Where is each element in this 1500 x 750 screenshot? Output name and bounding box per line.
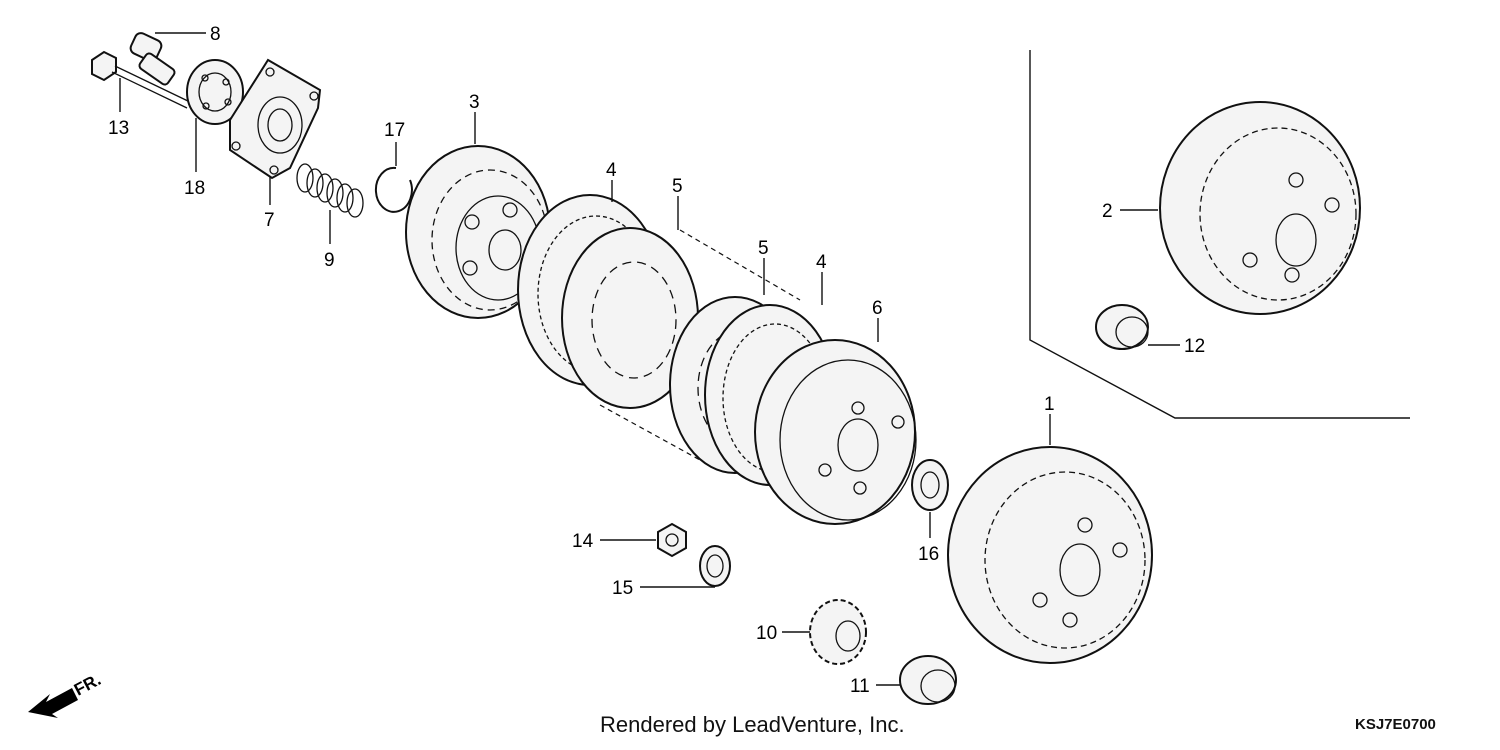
part-16-lock-washer[interactable] (911, 459, 949, 511)
leader-lines (119, 32, 1180, 686)
front-direction-label: FR. (71, 670, 104, 700)
callout-13: 13 (108, 118, 129, 139)
part-8-pin[interactable] (129, 31, 176, 86)
diagram-code: KSJ7E0700 (1355, 716, 1436, 733)
callout-16: 16 (918, 544, 939, 565)
callout-10: 10 (756, 623, 777, 644)
part-13-bolt[interactable] (91, 50, 191, 109)
part-2-clutch-outer-alt[interactable] (1159, 101, 1361, 315)
inset-frame (1029, 50, 1410, 419)
callout-7: 7 (264, 210, 275, 231)
part-12-bushing[interactable] (1095, 304, 1149, 350)
callout-9: 9 (324, 250, 335, 271)
callout-8: 8 (210, 24, 221, 45)
callout-11: 11 (850, 676, 870, 697)
part-1-clutch-outer[interactable] (947, 446, 1153, 664)
callout-14: 14 (572, 531, 594, 552)
callout-5b: 5 (758, 238, 769, 259)
part-7-lifter-plate[interactable] (229, 58, 322, 180)
part-15-washer[interactable] (699, 545, 731, 587)
part-17-circlip[interactable] (374, 166, 413, 213)
part-10-drive-gear[interactable] (809, 599, 867, 665)
callout-6: 6 (872, 298, 883, 319)
part-14-nut[interactable] (657, 522, 687, 558)
callout-2: 2 (1102, 201, 1113, 222)
front-direction-indicator: FR. (28, 670, 104, 718)
callout-4a: 4 (606, 160, 617, 181)
callout-4b: 4 (816, 252, 827, 273)
callout-1: 1 (1044, 394, 1055, 415)
callout-3: 3 (469, 92, 480, 113)
part-9-spring[interactable] (296, 163, 364, 218)
part-6-pressure-plate[interactable] (754, 339, 917, 525)
callout-18: 18 (184, 178, 205, 199)
part-11-bushing[interactable] (899, 655, 957, 705)
callout-5a: 5 (672, 176, 683, 197)
callout-15: 15 (612, 578, 633, 599)
render-credit: Rendered by LeadVenture, Inc. (600, 712, 905, 737)
callout-labels: 8 13 18 7 9 17 3 4 5 5 4 6 1 2 12 14 15 … (108, 24, 1205, 697)
part-18-bearing[interactable] (186, 59, 244, 125)
part-5-clutch-plate-a[interactable] (561, 227, 699, 409)
front-arrow-icon (28, 688, 78, 718)
callout-17: 17 (384, 120, 405, 141)
callout-12: 12 (1184, 336, 1205, 357)
